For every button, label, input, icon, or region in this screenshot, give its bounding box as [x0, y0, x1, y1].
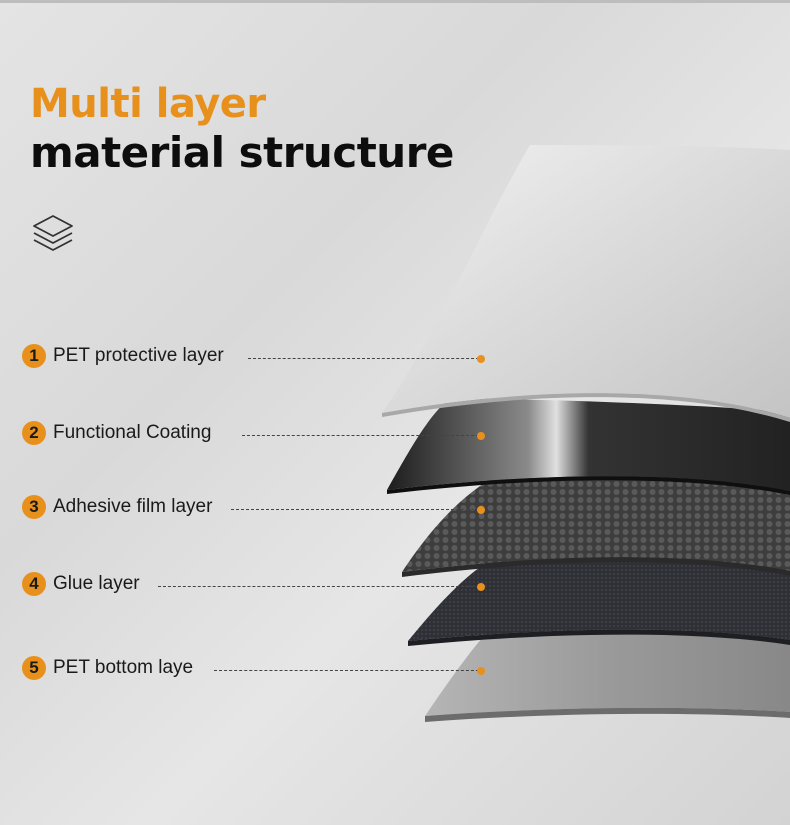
layer-2-sheet — [387, 398, 790, 491]
layer-name: Functional Coating — [53, 422, 212, 443]
layer-label-1: 1 PET protective layer — [22, 343, 224, 369]
layer-3-sheet — [402, 470, 790, 572]
marker-dot-1 — [477, 355, 485, 363]
layer-name: Adhesive film layer — [53, 496, 213, 517]
leader-line-3 — [231, 509, 479, 510]
marker-dot-5 — [477, 667, 485, 675]
leader-line-4 — [158, 586, 479, 587]
title-line-2: material structure — [30, 128, 454, 177]
marker-dot-4 — [477, 583, 485, 591]
marker-dot-3 — [477, 506, 485, 514]
layer-label-2: 2 Functional Coating — [22, 420, 211, 446]
layer-name: PET bottom laye — [53, 657, 194, 678]
number-badge: 3 — [22, 495, 46, 519]
leader-line-1 — [248, 358, 479, 359]
layer-label-5: 5 PET bottom laye — [22, 655, 193, 681]
number-badge: 1 — [22, 344, 46, 368]
marker-dot-2 — [477, 432, 485, 440]
leader-line-5 — [214, 670, 479, 671]
layer-name: Glue layer — [53, 573, 140, 594]
number-badge: 2 — [22, 421, 46, 445]
layer-name: PET protective layer — [53, 345, 224, 366]
title-line-1: Multi layer — [30, 81, 266, 127]
number-badge: 4 — [22, 572, 46, 596]
layer-label-4: 4 Glue layer — [22, 571, 140, 597]
layer-1-sheet — [382, 145, 790, 418]
top-border — [0, 0, 790, 3]
number-badge: 5 — [22, 656, 46, 680]
layer-label-3: 3 Adhesive film layer — [22, 494, 212, 520]
layer-4-sheet — [408, 545, 790, 641]
layers-icon — [33, 215, 73, 251]
leader-line-2 — [242, 435, 479, 436]
